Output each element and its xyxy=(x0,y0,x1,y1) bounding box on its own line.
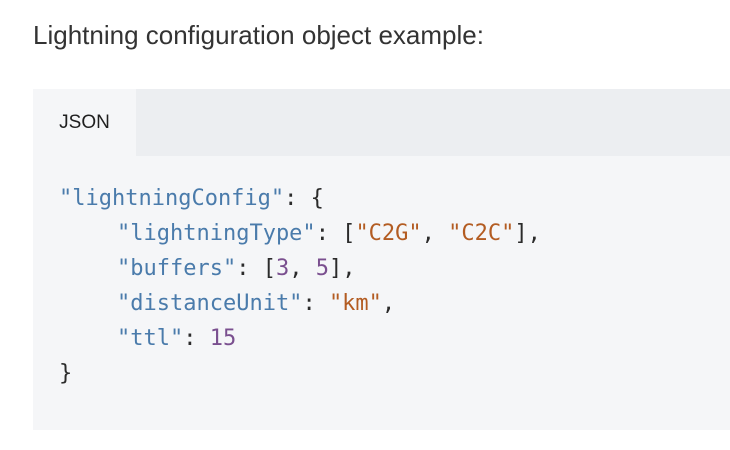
code-block: JSON "lightningConfig": { "lightningType"… xyxy=(33,89,730,430)
section-heading: Lightning configuration object example: xyxy=(33,20,484,50)
code-key: "buffers" xyxy=(117,256,237,281)
code-line: } xyxy=(59,361,73,386)
code-number: 5 xyxy=(315,256,329,281)
code-line: "distanceUnit": "km", xyxy=(117,291,396,316)
code-string: "C2C" xyxy=(448,221,515,246)
code-key: "lightningType" xyxy=(117,221,316,246)
code-content: "lightningConfig": { "lightningType": ["C… xyxy=(59,181,541,391)
code-key: "ttl" xyxy=(117,326,184,351)
code-string: "C2G" xyxy=(355,221,422,246)
code-line: "lightningConfig": { xyxy=(59,186,324,211)
code-line: "lightningType": ["C2G", "C2C"], xyxy=(117,221,541,246)
code-string: "km" xyxy=(328,291,382,316)
code-line: "buffers": [3, 5], xyxy=(117,256,356,281)
code-number: 15 xyxy=(209,326,237,351)
code-tab-bar: JSON xyxy=(33,89,730,156)
code-key: "lightningConfig" xyxy=(59,186,285,211)
tab-json[interactable]: JSON xyxy=(33,89,136,156)
code-key: "distanceUnit" xyxy=(117,291,303,316)
code-number: 3 xyxy=(275,256,290,281)
code-line: "ttl": 15 xyxy=(117,326,237,351)
